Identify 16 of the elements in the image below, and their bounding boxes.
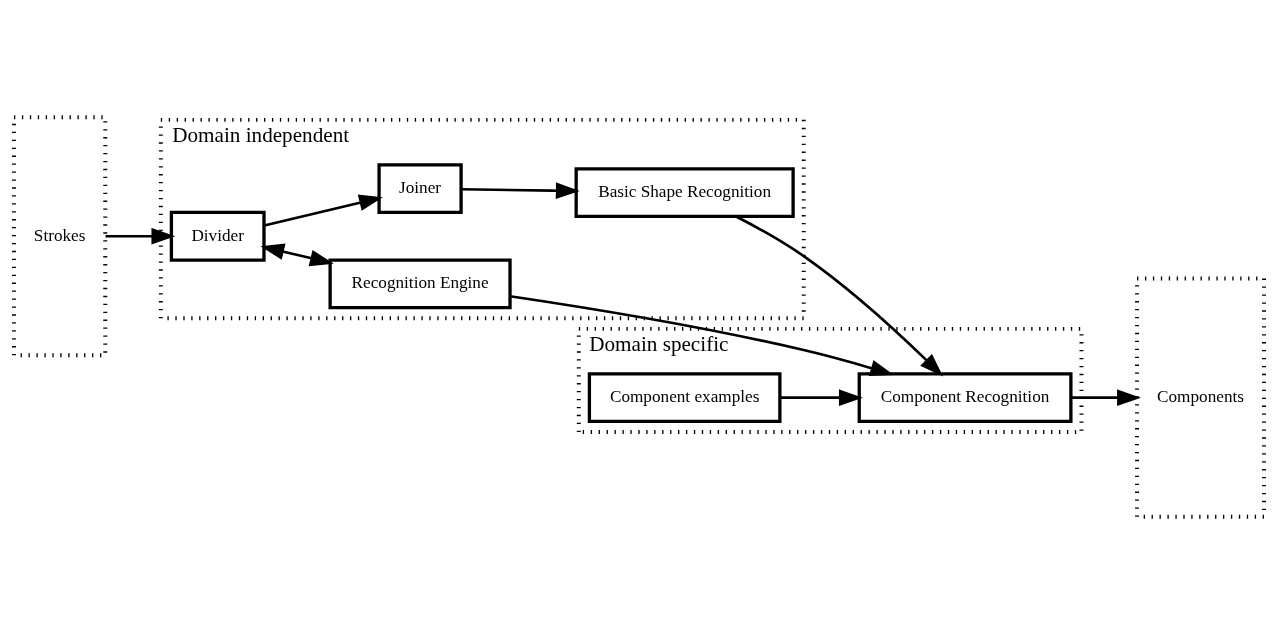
- arrow: [1071, 389, 1141, 406]
- node-box: Component examples: [587, 372, 782, 424]
- arrow: [735, 215, 944, 377]
- node-box: Basic Shape Recognition: [574, 167, 795, 219]
- node-box: Recognition Engine: [328, 258, 512, 310]
- arrow: [509, 294, 894, 377]
- node-box: Component Recognition: [857, 372, 1073, 424]
- node-box: Divider: [169, 210, 266, 262]
- arrow: [105, 227, 176, 245]
- arrow: [264, 194, 383, 227]
- arrow: [260, 243, 334, 267]
- node-box: Components: [1135, 276, 1266, 519]
- arrow: [780, 389, 863, 406]
- arrow: [461, 182, 580, 200]
- node-box: Joiner: [377, 163, 463, 215]
- node-box: Strokes: [12, 115, 108, 358]
